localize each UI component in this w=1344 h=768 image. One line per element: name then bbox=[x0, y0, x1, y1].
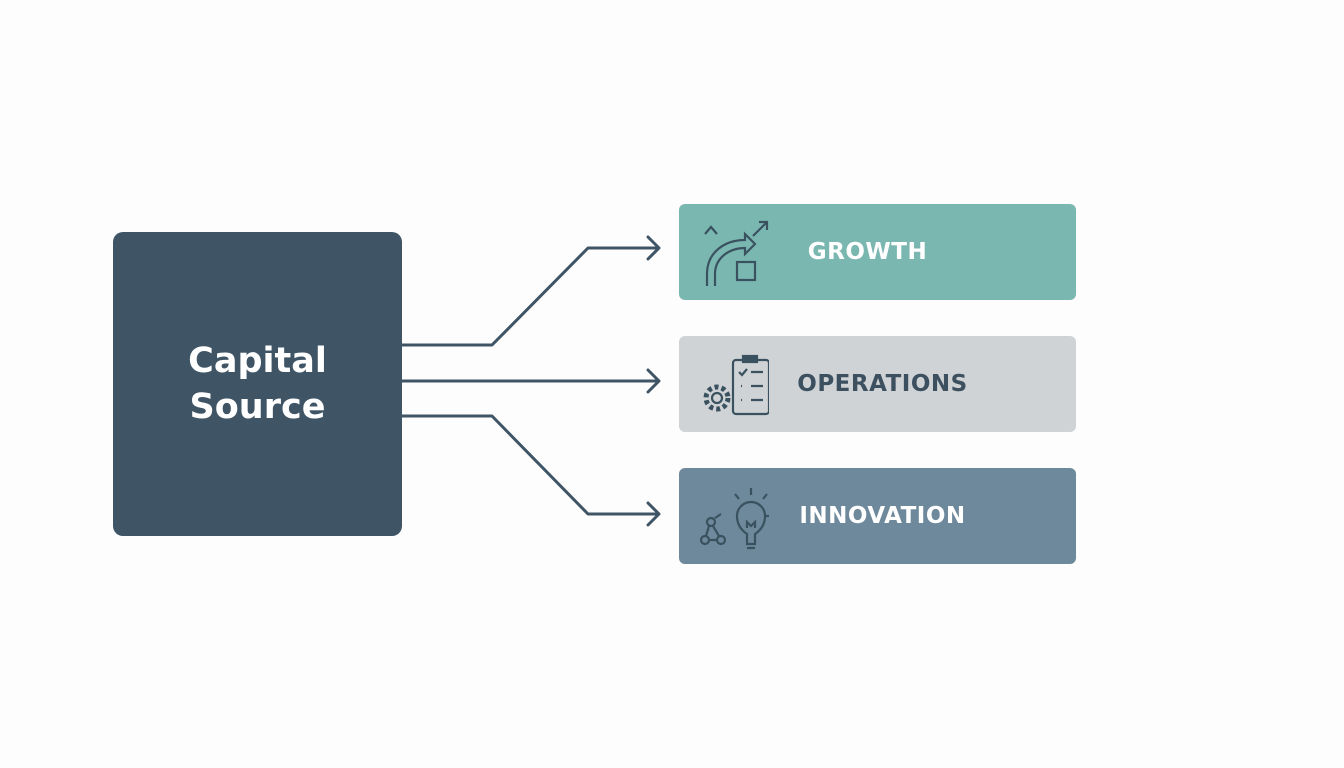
innovation-box: INNOVATION bbox=[679, 468, 1076, 564]
arrow-to-innovation bbox=[400, 414, 661, 527]
growth-box: GROWTH bbox=[679, 204, 1076, 300]
capital-source-label: Capital Source bbox=[188, 341, 327, 427]
operations-box: OPERATIONS bbox=[679, 336, 1076, 432]
lightbulb-network-icon bbox=[699, 488, 769, 550]
innovation-label: INNOVATION bbox=[799, 503, 966, 529]
arrow-to-growth bbox=[400, 235, 661, 347]
operations-label: OPERATIONS bbox=[797, 371, 968, 397]
arrow-to-operations bbox=[400, 368, 661, 394]
gear-clipboard-icon bbox=[703, 354, 769, 416]
capital-source-box: Capital Source bbox=[113, 232, 402, 536]
growth-label: GROWTH bbox=[807, 239, 928, 265]
growth-arrow-icon bbox=[704, 220, 769, 286]
